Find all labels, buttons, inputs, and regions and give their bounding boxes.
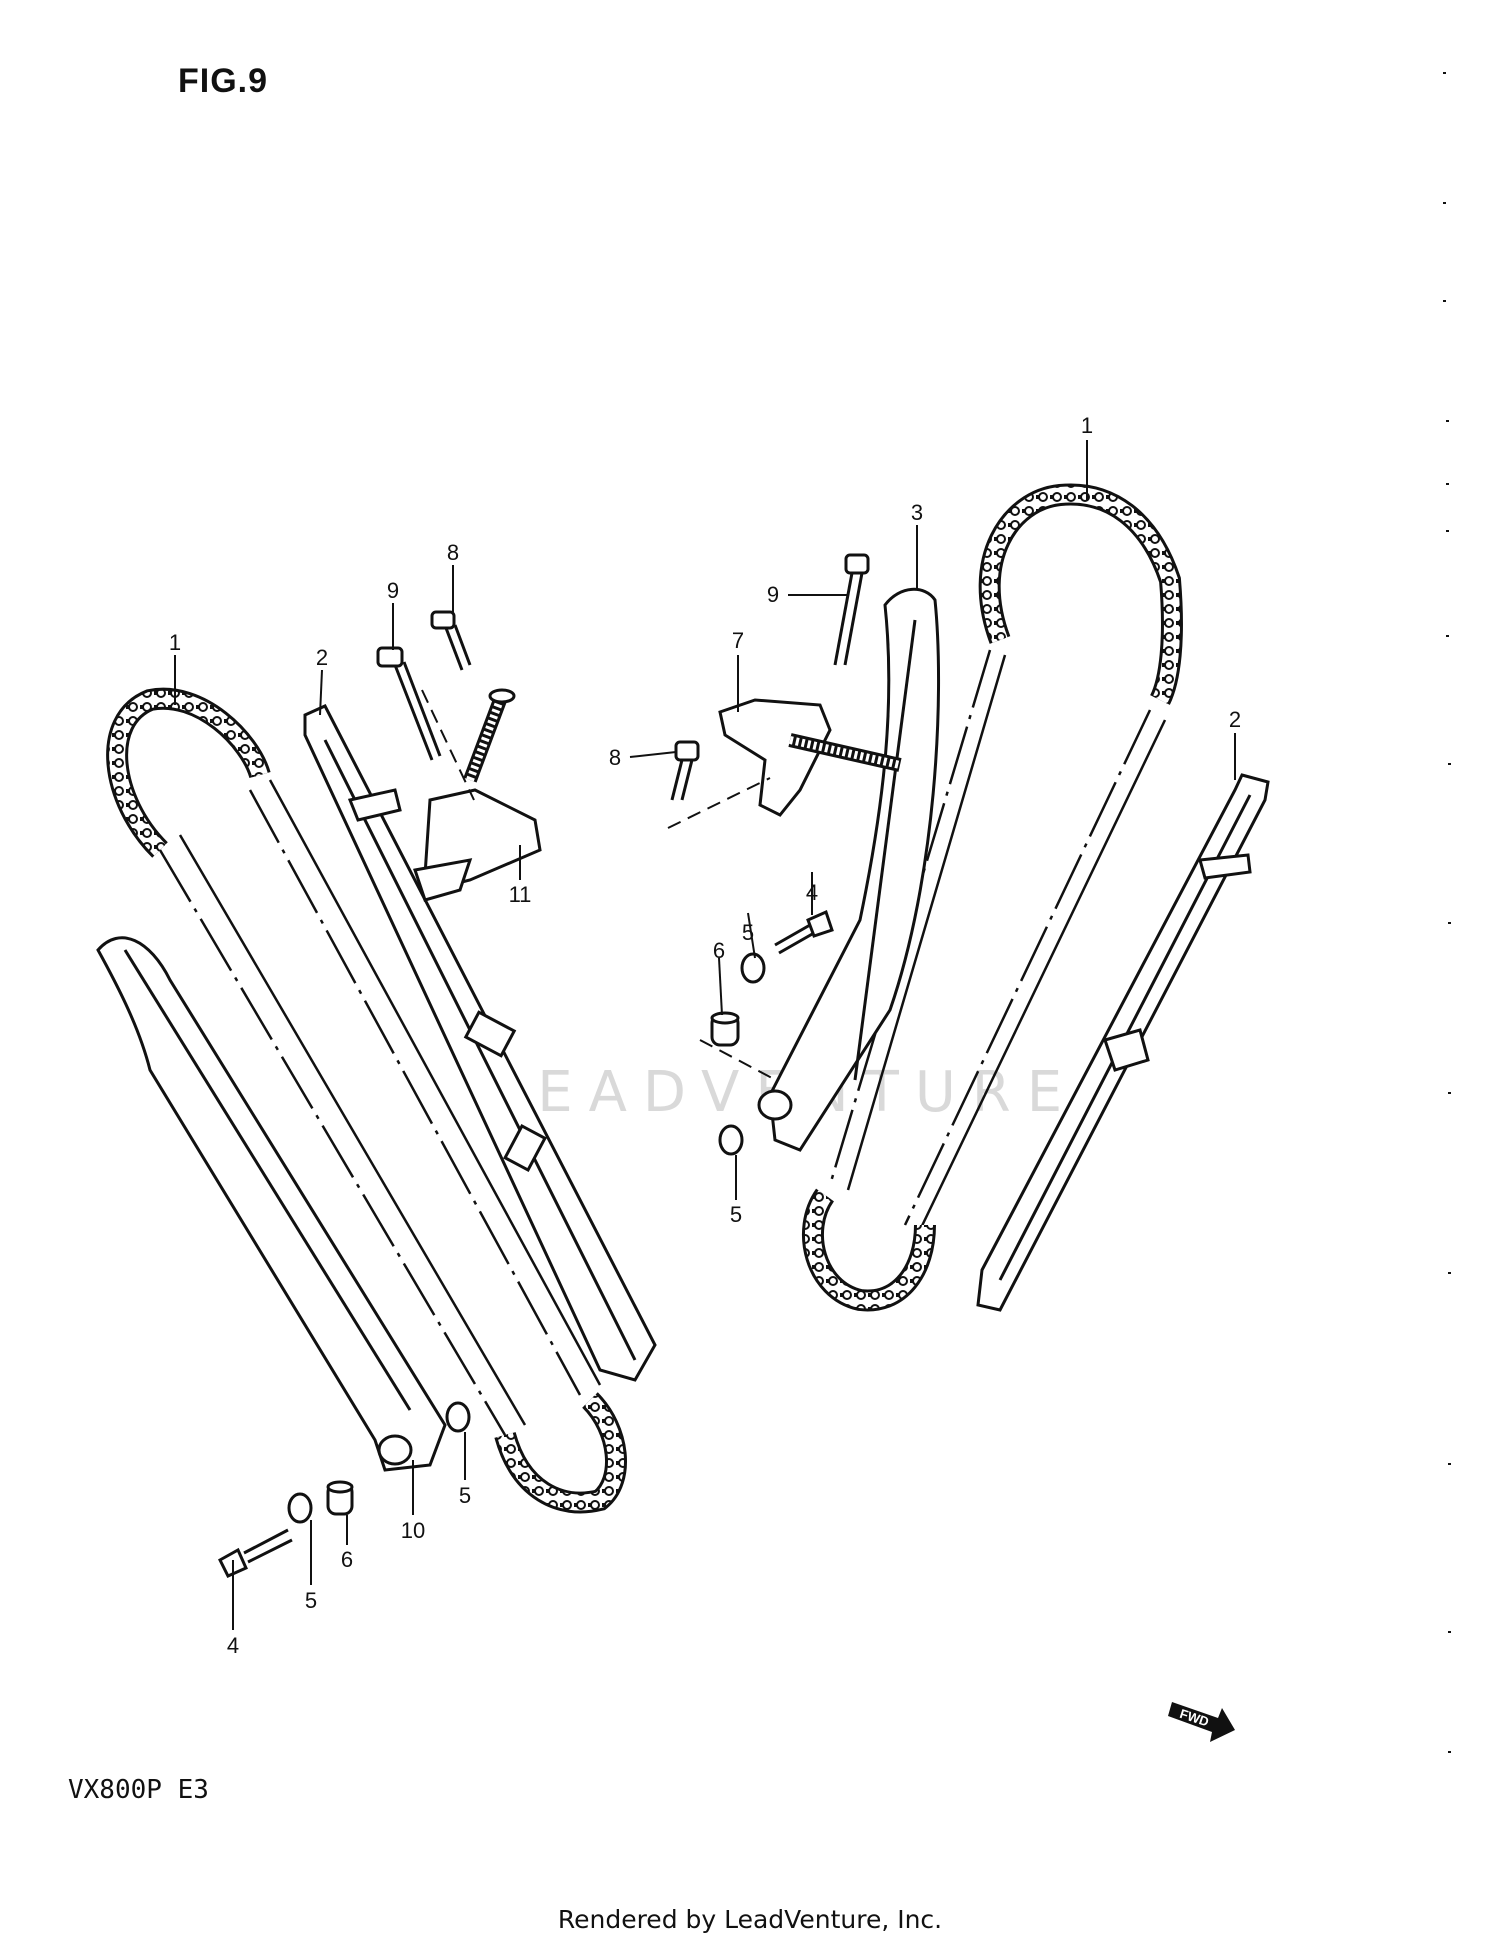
left-tensioner-slipper — [96, 936, 447, 1472]
right-pivot-bolt-4 — [774, 909, 834, 955]
callout-left-spacer-6: 6 — [341, 1547, 353, 1572]
callout-left-tensioner: 11 — [509, 882, 532, 907]
assembly-indicator-lines — [421, 689, 773, 1079]
callout-right-adjuster-7: 7 — [732, 628, 744, 653]
callout-right-washer-5b: 5 — [730, 1202, 742, 1227]
callout-left-washer-5a: 5 — [305, 1588, 317, 1613]
right-chain-adjuster — [718, 698, 902, 817]
left-washer-5a — [287, 1492, 313, 1524]
model-code: VX800P E3 — [68, 1775, 209, 1805]
right-tensioner-slipper — [757, 587, 941, 1152]
callout-right-guide-2: 2 — [1229, 707, 1241, 732]
callout-left-bolt-4: 4 — [227, 1633, 239, 1658]
scan-edge-marks — [1443, 72, 1451, 1753]
left-pivot-bolt-4 — [218, 1528, 293, 1578]
callout-left-bolt-9: 9 — [387, 578, 399, 603]
callout-right-washer-5a: 5 — [742, 920, 754, 945]
right-spacer-6 — [710, 1011, 740, 1047]
callout-right-bolt-8: 8 — [609, 745, 621, 770]
callout-left-washer-5b: 5 — [459, 1483, 471, 1508]
right-washer-5b — [718, 1124, 744, 1156]
right-bolt-8 — [670, 740, 700, 801]
left-spacer-6 — [326, 1480, 354, 1516]
forward-label: FWD — [1178, 1706, 1211, 1729]
callout-right-bolt-9: 9 — [767, 582, 779, 607]
left-cam-chain — [106, 687, 627, 1514]
leader-lines — [174, 440, 1236, 1630]
callout-right-spacer-6: 6 — [713, 938, 725, 963]
callout-right-bolt-4: 4 — [806, 880, 818, 905]
left-bolt-9 — [376, 646, 442, 761]
callout-left-guide: 2 — [316, 645, 328, 670]
left-chain-guide — [303, 704, 657, 1382]
figure-title: FIG.9 — [178, 62, 269, 100]
callout-right-tensioner-3: 3 — [911, 500, 923, 525]
footer-credit: Rendered by LeadVenture, Inc. — [557, 1905, 943, 1934]
right-washer-5a — [740, 952, 766, 984]
right-chain-guide — [976, 773, 1270, 1312]
callout-right-chain: 1 — [1081, 413, 1093, 438]
left-bolt-8 — [430, 610, 472, 671]
right-bolt-9 — [833, 553, 870, 666]
callout-left-bolt-8: 8 — [447, 540, 459, 565]
right-cam-chain — [801, 483, 1183, 1312]
left-tensioner-assembly — [413, 688, 542, 902]
callout-left-chain: 1 — [169, 630, 181, 655]
forward-arrow-icon: FWD — [1168, 1702, 1235, 1742]
left-washer-5b — [445, 1401, 471, 1433]
callout-left-pivot-10: 10 — [401, 1518, 425, 1543]
